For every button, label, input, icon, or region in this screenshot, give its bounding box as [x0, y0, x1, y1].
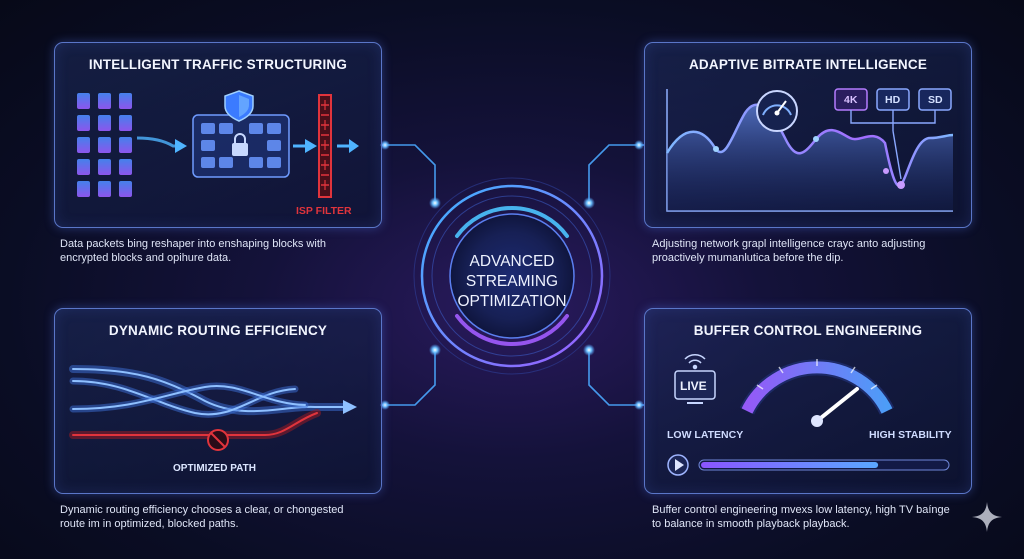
panel-adaptive-bitrate: ADAPTIVE BITRATE INTELLIGENCE 4K HD: [644, 42, 972, 228]
panel-title: INTELLIGENT TRAFFIC STRUCTURING: [88, 57, 348, 72]
quality-option-hd[interactable]: HD: [885, 94, 901, 106]
low-latency-label: LOW LATENCY: [667, 429, 744, 441]
description-line: proactively mumanlutica before the dip.: [652, 252, 844, 264]
bitrate-description: Adjusting network grapl intelligence cra…: [652, 237, 925, 265]
center-title-line: ADVANCED: [469, 253, 555, 270]
buffer-illustration: [667, 354, 950, 476]
isp-filter-label: ISP FILTER: [296, 205, 352, 217]
wifi-icon: [684, 354, 706, 370]
panel-title: BUFFER CONTROL ENGINEERING: [693, 323, 923, 338]
panel-traffic-structuring: INTELLIGENT TRAFFIC STRUCTURING: [54, 42, 382, 228]
center-hub: [413, 177, 611, 375]
shield-icon: [224, 90, 254, 122]
lock-icon: [232, 133, 248, 156]
description-line: encrypted blocks and opihure data.: [60, 252, 232, 264]
description-line: route im in optimized, blocked paths.: [60, 518, 239, 530]
routing-description: Dynamic routing efficiency chooses a cle…: [60, 503, 344, 531]
routing-illustration: [69, 365, 357, 451]
document-icon: [77, 93, 132, 197]
center-title-line: OPTIMIZATION: [457, 293, 567, 310]
traffic-description: Data packets bing reshaper into enshapin…: [60, 237, 326, 265]
high-stability-label: HIGH STABILITY: [869, 429, 952, 441]
speedometer-icon: [756, 90, 798, 132]
firewall-icon: [318, 94, 332, 198]
description-line: Buffer control engineering mvexs low lat…: [652, 504, 950, 516]
center-title-line: STREAMING: [465, 273, 559, 290]
block-icon: [207, 429, 229, 451]
quality-option-sd[interactable]: SD: [928, 94, 943, 106]
description-line: Data packets bing reshaper into enshapin…: [60, 238, 326, 250]
panel-title: ADAPTIVE BITRATE INTELLIGENCE: [688, 57, 928, 72]
center-title: ADVANCED STREAMING OPTIMIZATION: [440, 252, 584, 312]
sparkle-icon: [972, 502, 1002, 532]
panel-buffer-control: BUFFER CONTROL ENGINEERING: [644, 308, 972, 494]
bitrate-illustration: [665, 88, 954, 212]
play-icon: [667, 454, 689, 476]
buffer-description: Buffer control engineering mvexs low lat…: [652, 503, 950, 531]
quality-option-4k[interactable]: 4K: [844, 94, 858, 106]
description-line: Dynamic routing efficiency chooses a cle…: [60, 504, 344, 516]
panel-title: DYNAMIC ROUTING EFFICIENCY: [108, 323, 328, 338]
panel-dynamic-routing: DYNAMIC ROUTING EFFICIENCY OPTIMIZED PAT…: [54, 308, 382, 494]
description-line: Adjusting network grapl intelligence cra…: [652, 238, 926, 250]
description-line: to balance in smooth playback playback.: [652, 518, 850, 530]
live-badge: LIVE: [680, 379, 707, 393]
traffic-illustration: [77, 90, 359, 198]
optimized-path-label: OPTIMIZED PATH: [173, 463, 256, 474]
